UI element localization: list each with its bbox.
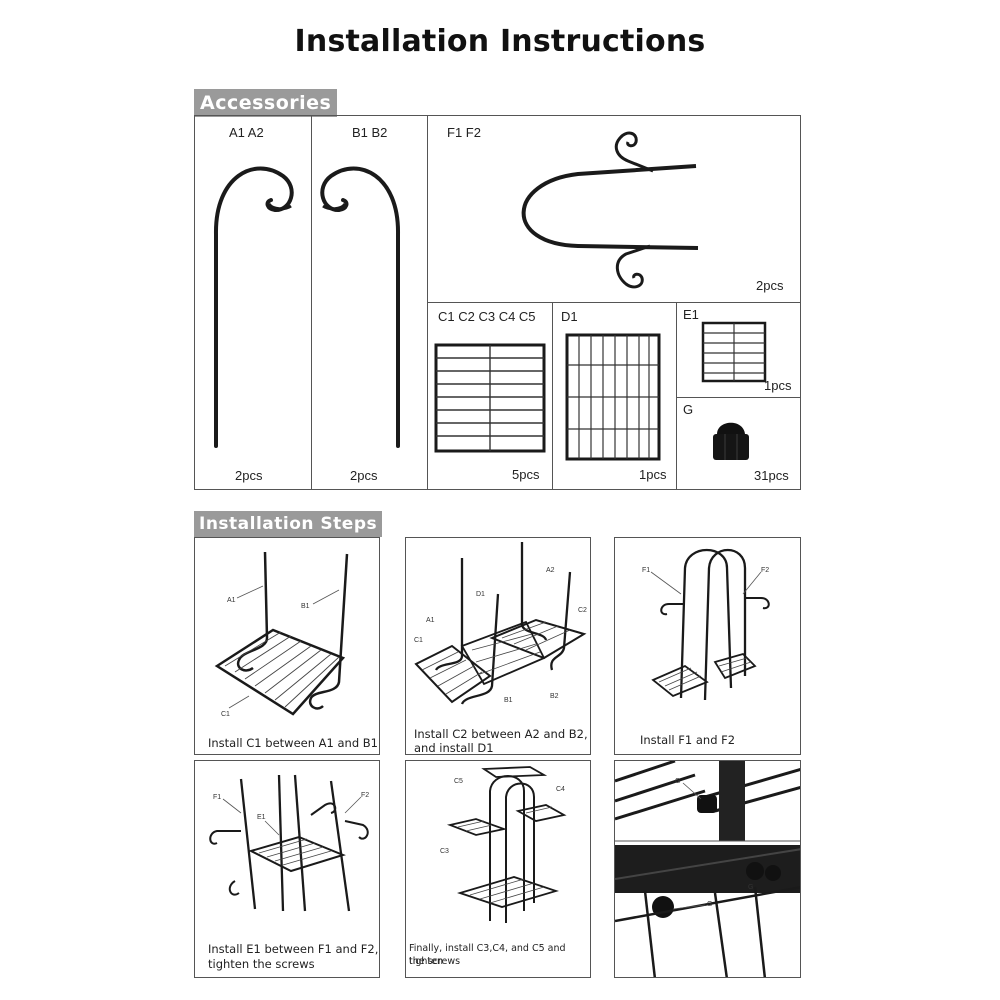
step-4-illustration: F1 E1 F2	[209, 774, 369, 912]
step-3-illustration: F1 F2	[642, 548, 770, 701]
step-5-callout-c4: C4	[556, 786, 565, 793]
step-5-callout-c3: C3	[440, 848, 449, 855]
part-d-label: D1	[561, 309, 578, 324]
step-2-callout-b1: B1	[504, 697, 513, 704]
step-3-panel: F1 F2 Install F1 and F2	[614, 537, 801, 755]
part-e-qty: 1pcs	[764, 378, 792, 393]
step-6-panel: G G G	[614, 760, 801, 978]
step-5-callout-c5: C5	[454, 778, 463, 785]
installation-steps-section-tab: Installation Steps	[194, 511, 383, 537]
step-6-callout-g-top: G	[675, 778, 680, 785]
step-3-caption: Install F1 and F2	[640, 733, 736, 747]
part-f-label: F1 F2	[447, 125, 481, 140]
step-1-panel: A1 B1 C1 Install C1 between A1 and B1	[194, 537, 380, 755]
step-4-callout-f1: F1	[213, 794, 221, 801]
part-g-label: G	[683, 402, 694, 417]
step-1-illustration: A1 B1 C1	[214, 551, 349, 718]
part-e-box: E1 1pcs	[676, 302, 801, 398]
shelf-c-illustration	[434, 343, 546, 453]
part-e-label: E1	[683, 307, 699, 322]
step-2-callout-d1: D1	[476, 591, 485, 598]
part-f-qty: 2pcs	[756, 278, 784, 293]
step-3-callout-f2: F2	[761, 567, 769, 574]
step-2-caption-line-2: and install D1	[414, 741, 494, 755]
hook-rod-a-illustration	[213, 166, 294, 448]
step-1-callout-b1: B1	[301, 603, 310, 610]
part-c-qty: 5pcs	[512, 467, 540, 482]
shelf-e-illustration	[701, 321, 767, 383]
page-title: Installation Instructions	[294, 24, 706, 59]
part-b-box: B1 B2 2pcs	[311, 115, 428, 490]
step-4-callout-e1: E1	[257, 814, 266, 821]
step-5-illustration: C5 C4 C3	[440, 766, 567, 923]
part-a-box: A1 A2 2pcs	[194, 115, 312, 490]
step-2-illustration: A1 D1 A2 C2 C1 B1 B2	[414, 542, 587, 705]
step-2-caption-line-1: Install C2 between A2 and B2,	[414, 727, 588, 741]
step-4-panel: F1 E1 F2 Install E1 between F1 and F2, t…	[194, 760, 380, 978]
part-a-qty: 2pcs	[235, 468, 263, 483]
step-6-screw-detail-illustration: G G G	[615, 761, 800, 977]
hook-rod-b-illustration	[320, 166, 401, 448]
panel-d-illustration	[565, 333, 661, 461]
step-1-callout-a1: A1	[227, 597, 236, 604]
step-2-callout-c2: C2	[578, 607, 587, 614]
part-c-label: C1 C2 C3 C4 C5	[438, 309, 536, 324]
step-2-panel: A1 D1 A2 C2 C1 B1 B2 Install C2 between …	[405, 537, 591, 755]
part-d-box: D1 1pcs	[552, 302, 677, 490]
side-frame-f-illustration	[521, 131, 699, 289]
part-b-label: B1 B2	[352, 125, 388, 140]
part-f-box: F1 F2 2pcs	[427, 115, 801, 303]
part-b-qty: 2pcs	[350, 468, 378, 483]
step-5-caption-line-2: the screws	[409, 956, 461, 967]
part-g-qty: 31pcs	[754, 468, 789, 483]
step-2-callout-a1: A1	[426, 617, 435, 624]
step-4-callout-f2: F2	[361, 792, 369, 799]
step-4-caption-line-2: tighten the screws	[208, 957, 315, 971]
step-2-callout-b2: B2	[550, 693, 559, 700]
step-6-callout-g-middle: G	[707, 901, 712, 908]
step-2-callout-a2: A2	[546, 567, 555, 574]
step-2-callout-c1: C1	[414, 637, 423, 644]
step-3-callout-f1: F1	[642, 567, 650, 574]
step-5-caption-line-1: Finally, install C3,C4, and C5 and tight…	[409, 943, 566, 967]
part-d-qty: 1pcs	[639, 467, 667, 482]
accessories-section-tab: Accessories	[194, 89, 338, 117]
step-4-caption-line-1: Install E1 between F1 and F2,	[208, 942, 379, 956]
step-1-caption: Install C1 between A1 and B1	[208, 736, 378, 750]
cap-nut-g-icon	[713, 422, 749, 460]
part-c-box: C1 C2 C3 C4 C5 5pcs	[427, 302, 553, 490]
part-g-box: G 31pcs	[676, 397, 801, 490]
step-6-callout-g-right: G	[748, 884, 753, 891]
step-1-callout-c1: C1	[221, 711, 230, 718]
step-5-panel: C5 C4 C3 Finally, install C3,C4, and C5 …	[405, 760, 591, 978]
part-a-label: A1 A2	[229, 125, 264, 140]
